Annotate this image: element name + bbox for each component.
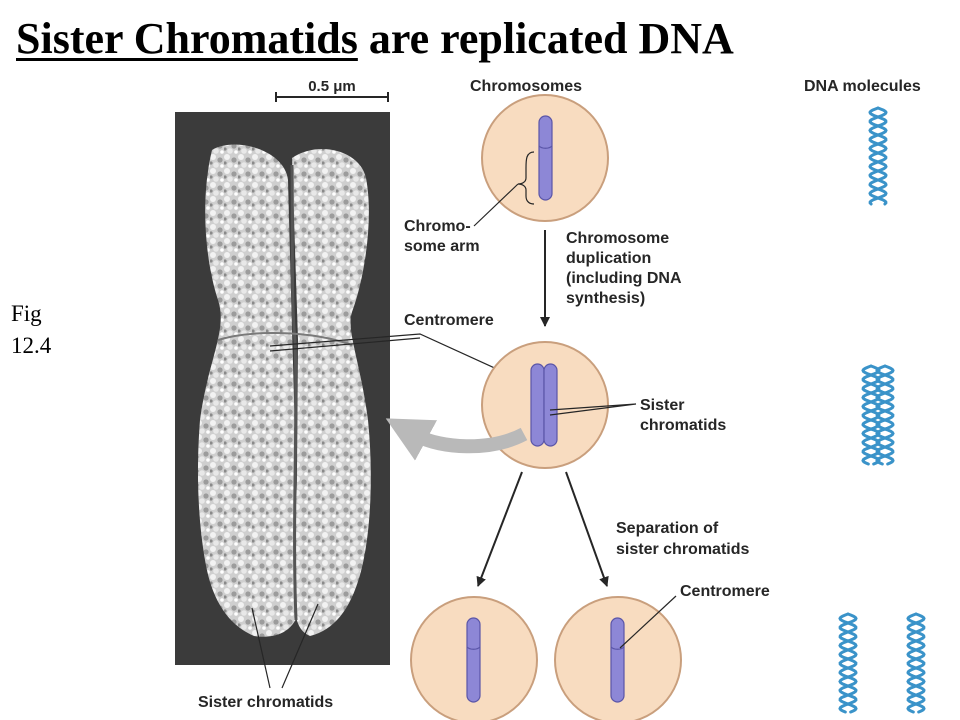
scale-bar-label: 0.5 μm xyxy=(308,78,356,95)
micrograph-label-leaders xyxy=(251,603,319,689)
daughter-chromosome-left xyxy=(466,617,481,703)
separation-label-line2: sister chromatids xyxy=(616,541,749,558)
separation-arrow-right xyxy=(565,471,609,587)
dna-helix-separated-left xyxy=(838,612,858,714)
title-rest: are replicated DNA xyxy=(357,14,734,63)
arm-label-line1: Chromo- xyxy=(404,218,471,235)
centromere-leader-bottom xyxy=(619,595,677,649)
dna-strand-a xyxy=(868,106,888,206)
dna-helix-separated-right xyxy=(906,612,926,714)
separation-arrow-left xyxy=(476,471,523,587)
duplication-label-line1: Chromosome xyxy=(566,230,669,247)
micrograph-link-arrow xyxy=(385,418,528,461)
title-underlined-term: Sister Chromatids xyxy=(16,14,358,63)
chromatid-right-micrograph xyxy=(292,148,371,636)
chromosome-unreplicated xyxy=(538,115,553,201)
slide-title: Sister Chromatids are replicated DNA xyxy=(16,12,734,66)
duplication-label-line3: (including DNA xyxy=(566,270,682,287)
arm-label-line2: some arm xyxy=(404,238,480,255)
sister-chromatid-a xyxy=(530,363,545,447)
duplication-label-line4: synthesis) xyxy=(566,290,645,307)
dna-helix-replicated-b xyxy=(875,364,895,466)
sister-chromatid-b xyxy=(543,363,558,447)
daughter-centromere-left xyxy=(466,646,481,650)
centromere-pinch-unreplicated xyxy=(538,145,553,149)
dna-molecules-column-header: DNA molecules xyxy=(804,78,921,95)
scale-bar xyxy=(275,92,389,102)
chromatid-groove xyxy=(290,164,298,621)
dna-strand-b xyxy=(906,612,926,714)
chromatid-left-micrograph xyxy=(197,144,300,637)
duplication-label-line2: duplication xyxy=(566,250,651,267)
arm-label-leader xyxy=(473,183,519,227)
daughter-chromosome-right xyxy=(610,617,625,703)
dna-helix-unreplicated xyxy=(868,106,888,206)
centromere-label-bottom: Centromere xyxy=(680,583,770,600)
sister-chromatids-leader xyxy=(549,403,637,416)
sister-chromatids-label-line1: Sister xyxy=(640,397,684,414)
figure-reference-line1: Fig xyxy=(11,301,42,326)
chromosomes-column-header: Chromosomes xyxy=(470,78,582,95)
figure-reference-line2: 12.4 xyxy=(11,333,52,358)
separation-label-line1: Separation of xyxy=(616,520,719,537)
dna-strand-b xyxy=(868,106,888,206)
daughter-centromere-right xyxy=(610,646,625,650)
figure-reference: Fig 12.4 xyxy=(11,298,51,362)
dna-strand-b xyxy=(875,364,895,466)
micrograph-label: Sister chromatids xyxy=(198,694,333,711)
centromere-label-top: Centromere xyxy=(404,312,494,329)
dna-strand-b xyxy=(838,612,858,714)
sister-chromatids-label-line2: chromatids xyxy=(640,417,726,434)
micrograph-chromosome xyxy=(197,144,371,637)
